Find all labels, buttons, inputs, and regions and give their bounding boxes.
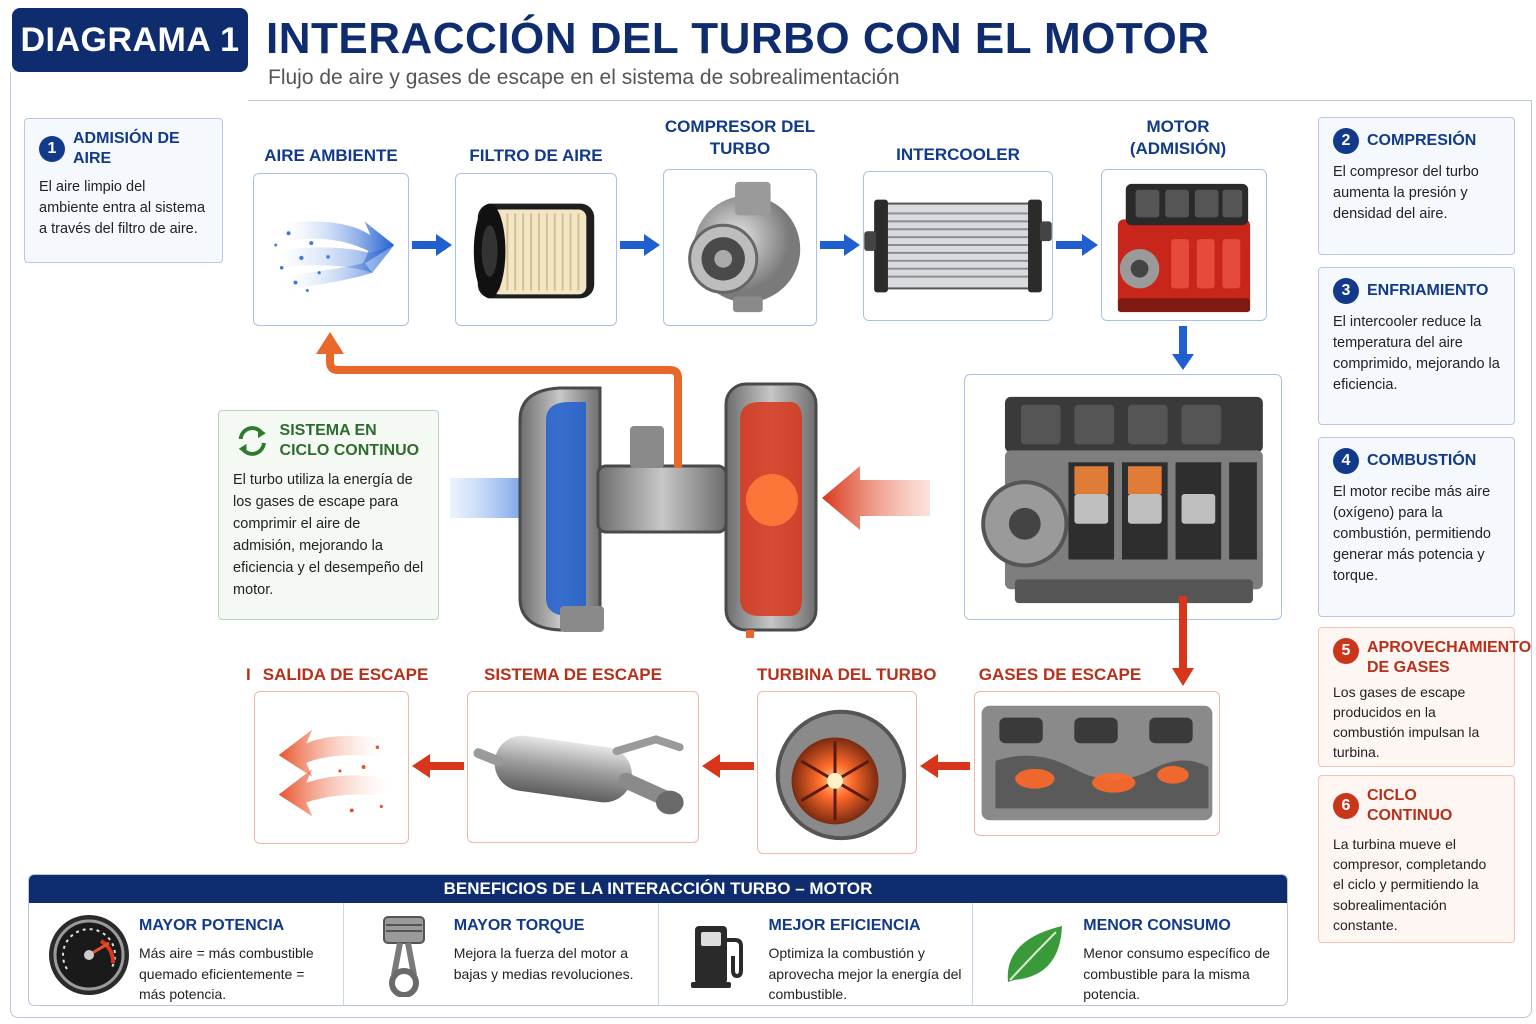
card-ciclo-continuo: 6 CICLO CONTINUO La turbina mueve el comp… (1318, 775, 1515, 943)
engine-icon (1117, 183, 1251, 313)
frame-line (10, 72, 11, 100)
card-ciclo: SISTEMA EN CICLO CONTINUO El turbo utili… (218, 410, 439, 620)
tile-escape (467, 691, 699, 843)
benefit-text: Mejora la fuerza del motor a bajas y med… (453, 945, 634, 982)
benefit-label: MEJOR EFICIENCIA (768, 917, 921, 934)
page-title: INTERACCIÓN DEL TURBO CON EL MOTOR (266, 14, 1210, 63)
step-label-turbina: TURBINA DEL TURBO (757, 665, 937, 684)
step-number: 5 (1333, 638, 1359, 664)
step-label-salida: I SALIDA DE ESCAPE (246, 664, 428, 686)
step-label-gases: GASES DE ESCAPE (978, 665, 1142, 684)
arrow-turbina-escape (702, 754, 754, 778)
card-text: El motor recibe más aire (oxígeno) para … (1333, 484, 1491, 584)
card-text: El aire limpio del ambiente entra al sis… (39, 179, 206, 237)
card-label: ENFRIAMIENTO (1367, 282, 1489, 299)
step-number: 4 (1333, 448, 1359, 474)
card-compresion: 2 COMPRESIÓN El compresor del turbo aumen… (1318, 117, 1515, 255)
tile-motor (1101, 169, 1267, 321)
page-subtitle: Flujo de aire y gases de escape en el si… (268, 66, 900, 89)
benefit-text: Más aire = más combustible quemado efici… (139, 945, 314, 1002)
step-label-aire-ambiente: AIRE AMBIENTE (264, 146, 398, 165)
intercooler-icon (864, 199, 1052, 293)
tile-motor-corte (964, 374, 1282, 620)
benefit-label: MAYOR POTENCIA (139, 917, 285, 934)
fuel-pump-icon (690, 926, 743, 988)
tile-compresor (663, 169, 817, 326)
diagram-frame (10, 100, 1532, 1018)
benefit-text: Menor consumo específico de combustible … (1083, 945, 1271, 1002)
header-divider (248, 100, 1532, 101)
benefit-label: MAYOR TORQUE (453, 917, 585, 934)
card-combustion: 4 COMBUSTIÓN El motor recibe más aire (ox… (1318, 437, 1515, 617)
benefit-label: MENOR CONSUMO (1083, 917, 1231, 934)
card-text: El turbo utiliza la energía de los gases… (233, 472, 424, 598)
arrow-intercooler-motor (1056, 234, 1098, 256)
cycle-icon (238, 426, 266, 456)
arrow-motor-down (1172, 326, 1194, 370)
piston-icon (382, 916, 425, 997)
card-label: SISTEMA EN CICLO CONTINUO (279, 422, 420, 459)
benefits-panel: BENEFICIOS DE LA INTERACCIÓN TURBO – MOT… (28, 874, 1288, 1006)
arrow-filtro-compresor (620, 234, 660, 256)
engine-cutaway-icon (981, 396, 1263, 604)
step-label-escape: SISTEMA DE ESCAPE (484, 665, 662, 684)
arrow-motor-gases (1172, 596, 1194, 686)
turbine-icon (775, 709, 907, 841)
step-number: 2 (1333, 128, 1359, 154)
card-label: ADMISIÓN DE AIRE (73, 130, 180, 167)
exhaust-out-icon (278, 729, 389, 817)
card-text: Los gases de escape producidos en la com… (1333, 684, 1480, 760)
step-number: 3 (1333, 278, 1359, 304)
card-aprovechamiento: 5 APROVECHAMIENTO DE GASES Los gases de e… (1318, 627, 1532, 767)
benefit-torque: MAYOR TORQUE Mejora la fuerza del motor a… (344, 903, 659, 1005)
benefit-potencia: MAYOR POTENCIA Más aire = más combustible… (29, 903, 344, 1005)
compressor-icon (688, 181, 801, 313)
step-number: 6 (1333, 793, 1359, 819)
card-label: COMBUSTIÓN (1367, 452, 1477, 469)
gauge-icon (49, 915, 129, 995)
tile-salida (254, 691, 409, 844)
benefits-title: BENEFICIOS DE LA INTERACCIÓN TURBO – MOT… (29, 875, 1287, 903)
tile-aire-ambiente (253, 173, 409, 326)
air-flow-icon (273, 221, 395, 292)
arrow-compresor-intercooler (820, 234, 860, 256)
step-label-motor: MOTOR (ADMISIÓN) (1129, 117, 1227, 158)
card-enfriamiento: 3 ENFRIAMIENTO El intercooler reduce la t… (1318, 267, 1515, 425)
step-label-compresor: COMPRESOR DEL TURBO (664, 117, 816, 158)
card-label: COMPRESIÓN (1367, 132, 1477, 149)
tile-filtro (455, 173, 617, 326)
card-text: La turbina mueve el compresor, completan… (1333, 836, 1487, 933)
arrow-return-loop (316, 332, 682, 430)
tile-intercooler (863, 171, 1053, 321)
step-label-intercooler: INTERCOOLER (896, 145, 1020, 164)
label-text: SALIDA DE ESCAPE (262, 665, 429, 684)
arrow-escape-salida (412, 754, 464, 778)
step-number: 1 (39, 136, 65, 162)
air-filter-icon (473, 203, 595, 299)
turbo-cutaway (450, 380, 930, 638)
leaf-icon (1007, 926, 1063, 982)
diagram-badge: DIAGRAMA 1 (12, 8, 248, 72)
tile-gases (974, 691, 1220, 836)
card-label: APROVECHAMIENTO DE GASES (1367, 639, 1532, 676)
card-text: El compresor del turbo aumenta la presió… (1333, 164, 1479, 222)
arrow-aire-filtro (412, 234, 452, 256)
card-admision: 1 ADMISIÓN DE AIRE El aire limpio del amb… (24, 118, 223, 263)
label-marker: I (246, 665, 251, 684)
benefit-text: Optimiza la combustión y aprovecha mejor… (768, 945, 962, 1002)
step-label-filtro: FILTRO DE AIRE (469, 146, 603, 165)
tile-turbina (757, 691, 917, 854)
benefit-eficiencia: MEJOR EFICIENCIA Optimiza la combustión y… (659, 903, 974, 1005)
card-label: CICLO CONTINUO (1367, 787, 1453, 824)
benefit-consumo: MENOR CONSUMO Menor consumo específico de… (973, 903, 1287, 1005)
card-text: El intercooler reduce la temperatura del… (1333, 314, 1500, 393)
muffler-icon (473, 735, 684, 815)
exhaust-manifold-icon (981, 705, 1213, 821)
arrow-gases-turbina (920, 754, 970, 778)
